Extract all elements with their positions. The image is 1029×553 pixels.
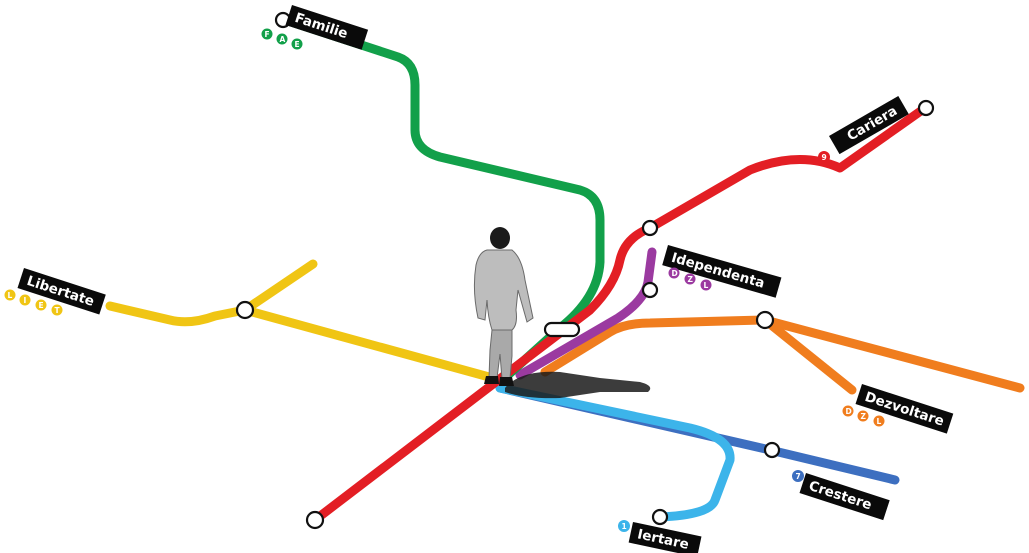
- badges-crestere: 7: [792, 470, 804, 482]
- stop-dezvoltare-junction: [755, 310, 775, 330]
- label-idependenta[interactable]: Idependenta: [662, 245, 782, 298]
- route-cariera: [310, 103, 930, 525]
- stop-crestere: [763, 441, 781, 459]
- man-shadow: [505, 371, 651, 399]
- label-libertate-text: Libertate: [25, 273, 96, 310]
- svg-text:9: 9: [822, 153, 827, 162]
- svg-text:Z: Z: [861, 412, 867, 421]
- route-libertate: [105, 301, 505, 385]
- svg-text:T: T: [55, 306, 61, 315]
- route-iertare: [495, 383, 735, 522]
- badges-familie: F A E: [261, 28, 303, 50]
- svg-text:L: L: [8, 291, 13, 300]
- man-shoes: [484, 376, 514, 386]
- label-iertare[interactable]: Iertare: [628, 522, 702, 553]
- stop-libertate-junction: [235, 300, 255, 320]
- badges-iertare: 1: [618, 520, 630, 532]
- man-legs: [488, 329, 513, 380]
- svg-text:L: L: [877, 417, 882, 426]
- stop-interchange: [543, 321, 581, 338]
- label-dezvoltare[interactable]: Dezvoltare: [855, 384, 954, 434]
- svg-text:7: 7: [796, 472, 801, 481]
- walking-man-figure: [473, 227, 651, 399]
- svg-text:E: E: [39, 301, 44, 310]
- stop-cariera-terminal: [917, 99, 935, 117]
- svg-text:E: E: [295, 40, 300, 49]
- route-libertate-branch: [240, 259, 318, 315]
- route-dezvoltare: [540, 315, 1025, 393]
- route-dezvoltare-branch: [760, 315, 857, 395]
- svg-text:I: I: [24, 296, 27, 305]
- badges-dezvoltare: D Z L: [842, 405, 885, 427]
- stop-idependenta: [641, 281, 659, 299]
- stop-cariera-mid: [641, 219, 659, 237]
- stop-iertare: [651, 508, 669, 526]
- svg-text:1: 1: [622, 522, 627, 531]
- badges-libertate: L I E T: [4, 289, 63, 316]
- svg-text:D: D: [672, 269, 678, 278]
- man-head: [490, 227, 510, 249]
- svg-text:A: A: [280, 35, 286, 44]
- svg-text:L: L: [704, 281, 709, 290]
- stop-cariera-south-terminal: [305, 510, 325, 530]
- svg-text:F: F: [265, 30, 270, 39]
- badges-cariera: 9: [818, 151, 830, 163]
- route-idependenta: [515, 247, 657, 380]
- svg-text:D: D: [846, 407, 852, 416]
- label-crestere-text: Crestere: [807, 478, 874, 513]
- man-body: [473, 249, 534, 331]
- svg-text:Z: Z: [688, 275, 694, 284]
- route-familie: [283, 16, 605, 380]
- badges-idependenta: D Z L: [668, 267, 712, 291]
